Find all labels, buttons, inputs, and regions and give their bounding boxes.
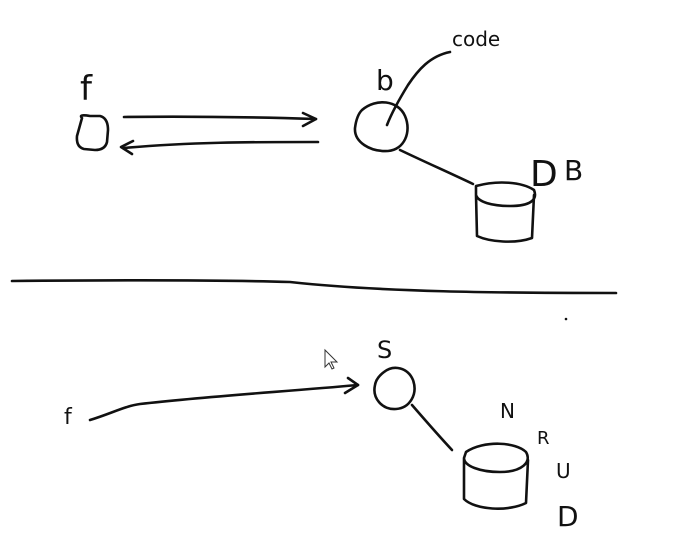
top-response-arrowhead [119,139,135,156]
top-server-db-connection [398,148,475,186]
mouse-pointer-icon [324,348,339,370]
top-request-arrowhead [301,111,318,128]
bottom-server-node [373,366,416,411]
top-response-arrow [122,140,320,150]
top-request-arrow [122,115,318,121]
top-code-pointer [385,50,452,127]
bottom-request-arrowhead [343,376,360,395]
bottom-db-label-n: N [500,399,515,423]
top-client-label: f [80,69,93,109]
top-client-node [75,114,110,152]
top-server-label: b [376,64,394,97]
top-db-label: D [530,154,558,195]
section-divider [10,279,618,295]
top-db-label-2: B [564,154,583,187]
bottom-db-label-u: U [556,459,571,483]
bottom-db-label-r: R [537,428,550,449]
top-diagram: f b code D B [75,27,583,243]
bottom-client-label: f [64,405,73,430]
stray-ink-dot [564,317,568,321]
top-database-node [474,181,537,243]
bottom-server-label: S [377,336,392,364]
bottom-server-db-connection [410,403,454,452]
bottom-request-arrow [88,383,360,422]
bottom-database-node [462,442,530,510]
bottom-diagram: f S N R U D [64,336,579,533]
bottom-db-label-d: D [557,500,579,533]
top-code-label: code [452,27,500,51]
top-server-node [353,101,409,153]
